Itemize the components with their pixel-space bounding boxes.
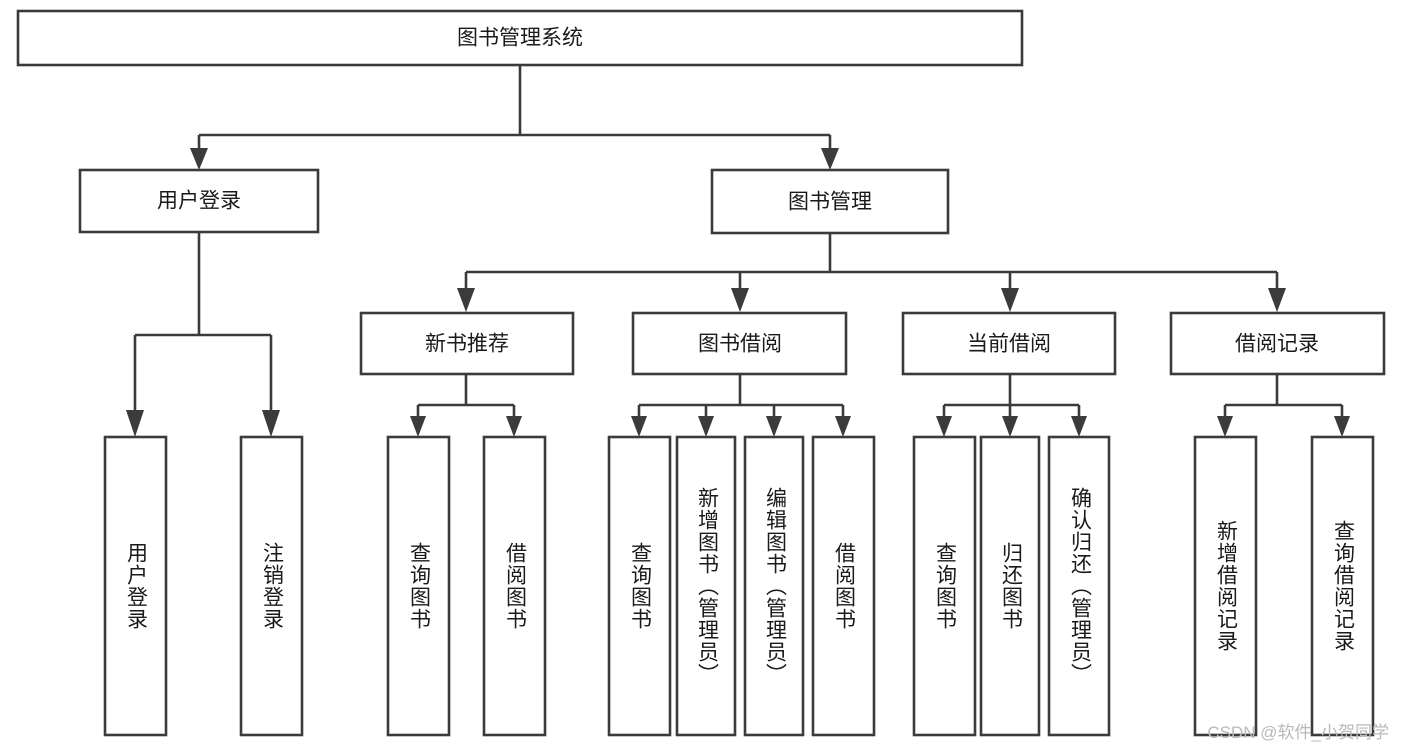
node-leaf-query-book-1-label: 查询图书 <box>408 542 432 630</box>
arrow-head-leaf-query-book-1 <box>410 416 426 437</box>
node-leaf-query-book-2-box[interactable] <box>607 435 672 737</box>
node-leaf-query-record-label: 查询借阅记录 <box>1332 520 1356 652</box>
node-borrow-record-box[interactable] <box>1169 311 1386 376</box>
node-book-management[interactable]: 图书管理 <box>710 168 950 235</box>
node-book-borrow-box[interactable] <box>631 311 848 376</box>
arrow-head-leaf-add-book <box>698 416 714 437</box>
arrow-head-leaf-return-book <box>1002 416 1018 437</box>
arrow-head-leaf-edit-book <box>766 416 782 437</box>
node-leaf-borrow-book-1[interactable]: 借阅图书 <box>482 435 547 737</box>
node-leaf-confirm-return-label: 确认归还（管理员） <box>1069 487 1093 685</box>
connectors-new-book-recommend <box>410 375 522 437</box>
node-borrow-record-label: 借阅记录 <box>1235 333 1319 356</box>
connectors-borrow-record <box>1217 375 1350 437</box>
arrow-head-leaf-add-record <box>1217 416 1233 437</box>
node-leaf-return-book[interactable]: 归还图书 <box>979 435 1041 737</box>
node-borrow-record[interactable]: 借阅记录 <box>1169 311 1386 376</box>
node-leaf-query-record-box[interactable] <box>1310 435 1375 737</box>
arrow-head-leaf-query-record <box>1334 416 1350 437</box>
arrow-head-leaf-user-logout <box>262 410 280 437</box>
node-leaf-borrow-book-2[interactable]: 借阅图书 <box>811 435 876 737</box>
node-leaf-query-book-1-box[interactable] <box>386 435 451 737</box>
node-leaf-user-login[interactable]: 用户登录 <box>103 435 168 737</box>
node-leaf-edit-book-label: 编辑图书（管理员） <box>764 487 788 685</box>
node-book-borrow-label: 图书借阅 <box>698 333 782 356</box>
node-leaf-query-book-2-label: 查询图书 <box>629 542 653 630</box>
node-leaf-add-record-box[interactable] <box>1193 435 1258 737</box>
node-book-management-label: 图书管理 <box>788 191 872 214</box>
node-user-login-box[interactable] <box>78 168 320 234</box>
node-leaf-borrow-book-2-box[interactable] <box>811 435 876 737</box>
node-leaf-user-logout-box[interactable] <box>239 435 304 737</box>
arrow-head-leaf-user-login <box>126 410 144 437</box>
node-book-management-box[interactable] <box>710 168 950 235</box>
node-leaf-user-logout[interactable]: 注销登录 <box>239 435 304 737</box>
node-current-borrow-box[interactable] <box>901 311 1117 376</box>
node-leaf-user-login-label: 用户登录 <box>125 542 149 630</box>
connectors-user-login <box>126 232 280 437</box>
node-leaf-user-logout-label: 注销登录 <box>261 542 285 630</box>
node-new-book-recommend-box[interactable] <box>359 311 575 376</box>
arrow-head-borrow-record <box>1268 288 1286 312</box>
connectors-current-borrow <box>936 375 1087 437</box>
arrow-head-new-book-recommend <box>457 288 475 312</box>
node-current-borrow[interactable]: 当前借阅 <box>901 311 1117 376</box>
node-leaf-query-book-3-label: 查询图书 <box>934 542 958 630</box>
connectors-book-management <box>457 233 1286 312</box>
arrow-head-book-management <box>821 148 839 170</box>
node-leaf-confirm-return-box[interactable] <box>1047 435 1111 737</box>
node-leaf-query-book-2[interactable]: 查询图书 <box>607 435 672 737</box>
node-leaf-edit-book[interactable]: 编辑图书（管理员） <box>743 435 805 737</box>
arrow-head-book-borrow <box>731 288 749 312</box>
node-leaf-return-book-label: 归还图书 <box>1000 542 1024 630</box>
node-leaf-edit-book-box[interactable] <box>743 435 805 737</box>
node-new-book-recommend-label: 新书推荐 <box>425 333 509 356</box>
node-user-login-label: 用户登录 <box>157 190 241 213</box>
node-leaf-borrow-book-1-box[interactable] <box>482 435 547 737</box>
node-leaf-query-book-3[interactable]: 查询图书 <box>912 435 977 737</box>
node-new-book-recommend[interactable]: 新书推荐 <box>359 311 575 376</box>
node-leaf-add-record-label: 新增借阅记录 <box>1215 520 1239 652</box>
node-leaf-confirm-return[interactable]: 确认归还（管理员） <box>1047 435 1111 737</box>
node-leaf-add-record[interactable]: 新增借阅记录 <box>1193 435 1258 737</box>
node-root-box[interactable] <box>16 9 1024 67</box>
node-leaf-add-book[interactable]: 新增图书（管理员） <box>675 435 737 737</box>
node-user-login[interactable]: 用户登录 <box>78 168 320 234</box>
arrow-head-user-login <box>190 148 208 170</box>
node-leaf-borrow-book-1-label: 借阅图书 <box>504 542 528 630</box>
connectors-root <box>190 65 839 170</box>
arrow-head-current-borrow <box>1001 288 1019 312</box>
node-leaf-borrow-book-2-label: 借阅图书 <box>833 542 857 630</box>
node-leaf-query-record[interactable]: 查询借阅记录 <box>1310 435 1375 737</box>
arrow-head-leaf-query-book-2 <box>631 416 647 437</box>
arrow-head-leaf-query-book-3 <box>936 416 952 437</box>
node-current-borrow-label: 当前借阅 <box>967 333 1051 356</box>
node-leaf-user-login-box[interactable] <box>103 435 168 737</box>
arrow-head-leaf-borrow-book-2 <box>835 416 851 437</box>
node-leaf-add-book-label: 新增图书（管理员） <box>696 487 720 685</box>
node-leaf-return-book-box[interactable] <box>979 435 1041 737</box>
node-root[interactable]: 图书管理系统 <box>16 9 1024 67</box>
arrow-head-leaf-borrow-book-1 <box>506 416 522 437</box>
node-leaf-query-book-1[interactable]: 查询图书 <box>386 435 451 737</box>
connectors-book-borrow <box>631 375 851 437</box>
node-leaf-add-book-box[interactable] <box>675 435 737 737</box>
node-root-label: 图书管理系统 <box>457 27 583 50</box>
arrow-head-leaf-confirm-return <box>1071 416 1087 437</box>
node-leaf-query-book-3-box[interactable] <box>912 435 977 737</box>
node-book-borrow[interactable]: 图书借阅 <box>631 311 848 376</box>
